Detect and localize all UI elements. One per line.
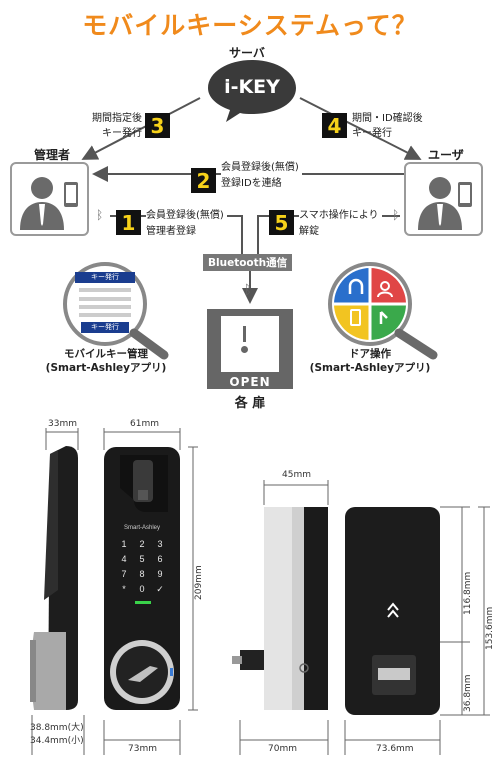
front-body xyxy=(104,447,180,710)
user-icon xyxy=(380,281,390,291)
bluetooth-label: Bluetooth通信 xyxy=(203,254,293,271)
side-unit-spindle xyxy=(240,650,264,670)
keypad-key[interactable]: 9 xyxy=(157,569,162,579)
door-frame: OPEN xyxy=(207,309,293,389)
dim-36: 36.8mm xyxy=(463,674,473,712)
dim-73-6: 73.6mm xyxy=(376,744,414,754)
dim-38: 38.8mm(大) xyxy=(30,723,84,733)
step-4-line1: 期間・ID確認後 xyxy=(352,113,423,124)
step-3-line1: 期間指定後 xyxy=(92,113,142,124)
front-keypad: 1 2 3 4 5 6 7 8 9 * 0 ✓ xyxy=(121,539,163,594)
arrow-server-to-admin xyxy=(81,97,201,160)
step-5-badge: 5 xyxy=(269,210,294,235)
app-door-caption: ドア操作 (Smart-Ashleyアプリ) xyxy=(300,347,440,375)
step-3-text: 期間指定後 キー発行 xyxy=(72,111,142,141)
keypad-key[interactable]: 7 xyxy=(121,569,126,579)
step-3-badge: 3 xyxy=(145,113,170,138)
arrow-server-to-user xyxy=(299,97,422,160)
keypad-key[interactable]: 5 xyxy=(139,554,144,564)
dim-61: 61mm xyxy=(130,419,159,429)
step-2-line1: 会員登録後(無償) xyxy=(221,162,299,173)
step-1-text: 会員登録後(無償) 管理者登録 xyxy=(146,208,227,240)
step-1-line1: 会員登録後(無償) xyxy=(146,210,224,221)
keypad-key[interactable]: 8 xyxy=(139,569,144,579)
lock-icon xyxy=(348,278,364,294)
door-open-label: OPEN xyxy=(229,375,271,389)
app-manage-caption: モバイルキー管理 (Smart-Ashleyアプリ) xyxy=(36,347,176,375)
app-manage-header: キー発行 xyxy=(75,272,135,283)
keypad-key[interactable]: 6 xyxy=(157,554,162,564)
app-manage-caption-1: モバイルキー管理 xyxy=(64,348,148,360)
keypad-key[interactable]: 4 xyxy=(121,554,126,564)
admin-label: 管理者 xyxy=(34,148,71,162)
user-person-icon xyxy=(418,177,472,230)
device-drawings: Smart-Ashley 1 2 3 4 5 6 7 8 9 * 0 ✓ xyxy=(30,428,490,755)
bluetooth-icon-admin: ᛒ xyxy=(96,208,104,222)
step-1-badge: 1 xyxy=(116,210,141,235)
door-panel xyxy=(221,316,279,372)
keypad-key[interactable]: * xyxy=(122,584,126,594)
up-arrow-icon xyxy=(387,602,399,618)
app-door-magnifier xyxy=(328,262,438,360)
door-caption: 各 扉 xyxy=(234,396,266,411)
front-status-led xyxy=(135,601,151,604)
app-door-caption-1: ドア操作 xyxy=(349,348,391,360)
keypad-key[interactable]: 1 xyxy=(121,539,126,549)
dim-45: 45mm xyxy=(282,470,311,480)
user-label: ユーザ xyxy=(428,148,464,162)
app-door-caption-2: (Smart-Ashleyアプリ) xyxy=(309,362,431,374)
dim-153: 153.6mm xyxy=(485,606,495,650)
brand-wing-icon xyxy=(128,666,158,682)
side-profile-knob xyxy=(31,632,66,710)
dim-209: 209mm xyxy=(194,565,204,600)
keypad-key[interactable]: 3 xyxy=(157,539,162,549)
dim-70: 70mm xyxy=(268,744,297,754)
app-manage-screen: キー発行 キー発行 xyxy=(75,268,135,340)
app-manage-caption-2: (Smart-Ashleyアプリ) xyxy=(45,362,167,374)
phone-icon xyxy=(350,309,361,326)
step-5-line2: 解錠 xyxy=(299,226,319,237)
dim-33: 33mm xyxy=(48,419,77,429)
dim-73: 73mm xyxy=(128,744,157,754)
keypad-key[interactable]: 0 xyxy=(139,584,144,594)
dim-38-34: 38.8mm(大) 34.4mm(小) xyxy=(30,722,84,748)
step-5-line1: スマホ操作により xyxy=(299,210,379,221)
keypad-key[interactable]: 2 xyxy=(139,539,144,549)
admin-person-icon xyxy=(20,177,78,230)
hand-icon xyxy=(379,311,388,324)
step-4-line2: キー発行 xyxy=(352,128,392,139)
step-2-line2: 登録IDを連絡 xyxy=(221,178,282,189)
step-2-badge: 2 xyxy=(191,168,216,193)
back-unit-thumbturn xyxy=(378,668,410,680)
admin-box xyxy=(10,162,89,236)
front-brand: Smart-Ashley xyxy=(124,525,160,531)
server-label: サーバ xyxy=(229,46,265,60)
step-4-badge: 4 xyxy=(322,113,347,138)
page-title: モバイルキーシステムって？ xyxy=(82,11,418,40)
step-1-line2: 管理者登録 xyxy=(146,226,196,237)
bluetooth-icon-user: ᛒ xyxy=(392,208,400,222)
bluetooth-icon-door: ᛒ xyxy=(244,283,252,298)
dim-116: 116.8mm xyxy=(463,571,473,615)
keypad-key[interactable]: ✓ xyxy=(156,584,164,594)
user-box xyxy=(404,162,483,236)
server-cloud-icon xyxy=(208,60,296,122)
step-4-text: 期間・ID確認後 キー発行 xyxy=(352,111,423,141)
step-2-text: 会員登録後(無償) 登録IDを連絡 xyxy=(221,160,302,192)
step-3-line2: キー発行 xyxy=(102,128,142,139)
step-5-text: スマホ操作により 解錠 xyxy=(299,208,382,240)
server-name: i-KEY xyxy=(224,76,280,98)
dim-34: 34.4mm(小) xyxy=(30,736,84,746)
app-manage-button[interactable]: キー発行 xyxy=(81,322,129,333)
